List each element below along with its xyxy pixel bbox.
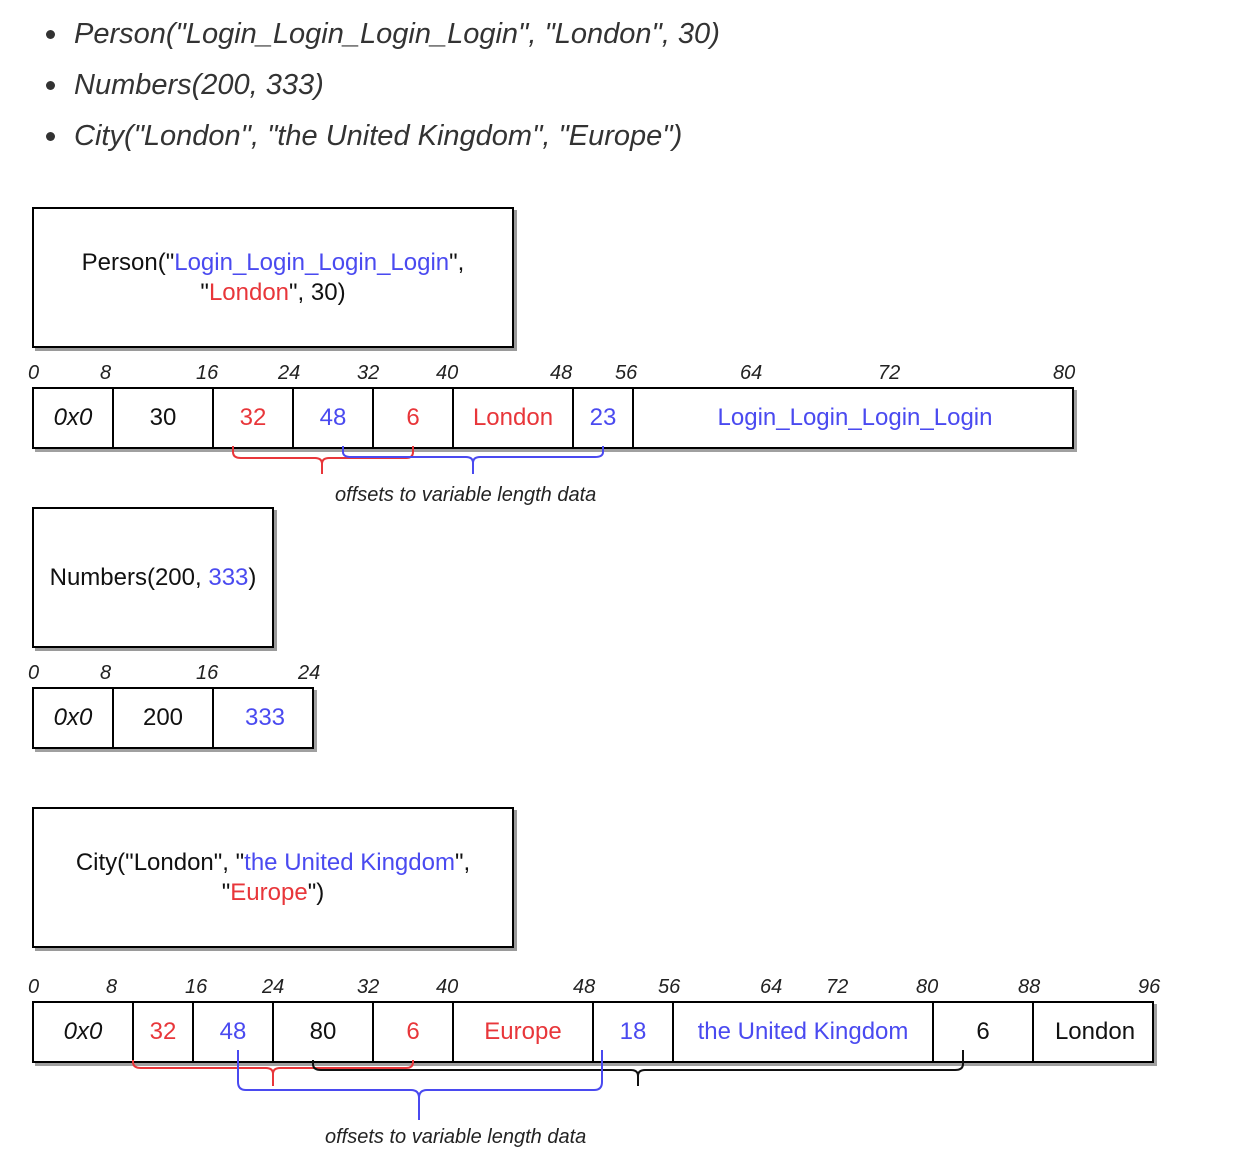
byte-cell: 23: [574, 389, 634, 447]
offset-tick-label: 24: [298, 662, 321, 684]
numbers-title-text: Numbers(200, 333): [50, 563, 257, 593]
byte-cell: 6: [934, 1003, 1034, 1061]
offset-tick-label: 16: [196, 662, 219, 684]
title-part: Login_Login_Login_Login: [174, 248, 450, 276]
byte-cell: London: [1054, 1018, 1136, 1045]
city-offsets-caption: offsets to variable length data: [325, 1126, 587, 1148]
byte-cell: 32: [214, 389, 294, 447]
person-blue-brace: [342, 446, 604, 474]
title-part: "): [307, 878, 325, 906]
offset-tick-label: 64: [760, 976, 783, 998]
bullet-dot-icon: [46, 30, 55, 39]
byte-cell: 48: [194, 1003, 274, 1061]
title-part: ",: [454, 848, 471, 876]
byte-cell: 48: [294, 389, 374, 447]
offset-tick-label: 40: [436, 976, 459, 998]
bullet-list: Person("Login_Login_Login_Login", "Londo…: [44, 16, 720, 169]
byte-cell: 80: [274, 1003, 374, 1061]
title-part: ": [200, 278, 209, 306]
bullet-text: City("London", "the United Kingdom", "Eu…: [74, 120, 683, 152]
bullet-dot-icon: [46, 81, 55, 90]
offset-tick-label: 56: [615, 362, 638, 384]
title-part: ": [221, 878, 231, 906]
title-part: Numbers(200,: [49, 563, 209, 591]
numbers-title-box: Numbers(200, 333): [32, 507, 274, 648]
city-blue-brace: [237, 1050, 603, 1120]
offset-tick-label: 0: [28, 662, 40, 684]
offset-tick-label: 72: [826, 976, 849, 998]
offset-tick-label: 72: [878, 362, 901, 384]
byte-cell: Europe: [454, 1003, 594, 1061]
bullet-item: City("London", "the United Kingdom", "Eu…: [44, 118, 720, 169]
offset-tick-label: 16: [196, 362, 219, 384]
bullet-text: Person("Login_Login_Login_Login", "Londo…: [74, 18, 720, 50]
offset-tick-label: 32: [357, 976, 380, 998]
bullet-item: Numbers(200, 333): [44, 67, 720, 118]
person-red-brace: [232, 446, 414, 474]
byte-cell: 32: [134, 1003, 194, 1061]
person-title-box: Person("Login_Login_Login_Login", "London…: [32, 207, 514, 348]
offset-tick-label: 16: [185, 976, 208, 998]
title-part: Europe: [230, 878, 308, 906]
byte-cell: 6: [374, 389, 454, 447]
offset-tick-label: 48: [550, 362, 573, 384]
offset-tick-label: 80: [916, 976, 939, 998]
title-part: London: [208, 278, 290, 306]
byte-cell: Login_Login_Login_Login: [717, 404, 993, 431]
bullet-item: Person("Login_Login_Login_Login", "Londo…: [44, 16, 720, 67]
numbers-offset-ticks: 0 8 16 24: [0, 662, 1236, 686]
byte-cell: 30: [114, 389, 214, 447]
offset-tick-label: 64: [740, 362, 763, 384]
offset-tick-label: 24: [278, 362, 301, 384]
title-part: the United Kingdom: [244, 848, 455, 876]
city-red-brace: [132, 1060, 414, 1086]
title-part: ", 30): [289, 278, 346, 306]
title-part: City("London", ": [75, 848, 245, 876]
person-title-text: Person("Login_Login_Login_Login", "London…: [82, 248, 465, 308]
person-offsets-caption: offsets to variable length data: [335, 484, 597, 506]
byte-cell: the United Kingdom: [674, 1003, 934, 1061]
offset-tick-label: 0: [28, 362, 40, 384]
city-title-box: City("London", "the United Kingdom", "Eur…: [32, 807, 514, 948]
title-part: ): [248, 563, 257, 591]
offset-tick-label: 24: [262, 976, 285, 998]
city-title-text: City("London", "the United Kingdom", "Eur…: [76, 848, 470, 908]
byte-cell: 200: [114, 689, 214, 747]
title-part: Person(": [81, 248, 175, 276]
person-offset-ticks: 0 8 16 24 32 40 48 56 64 72 80: [0, 362, 1236, 386]
offset-tick-label: 8: [100, 662, 112, 684]
header-cell: 0x0: [34, 389, 114, 447]
byte-cell: 18: [594, 1003, 674, 1061]
city-offset-ticks: 0 8 16 24 32 40 48 56 64 72 80 88 96: [0, 976, 1236, 1000]
offset-tick-label: 8: [100, 362, 112, 384]
title-part: 333: [208, 563, 249, 591]
offset-tick-label: 0: [28, 976, 40, 998]
offset-tick-label: 32: [357, 362, 380, 384]
byte-cell: 6: [374, 1003, 454, 1061]
city-black-brace: [312, 1050, 964, 1086]
header-cell: 0x0: [34, 689, 114, 747]
offset-tick-label: 56: [658, 976, 681, 998]
offset-tick-label: 48: [573, 976, 596, 998]
offset-tick-label: 96: [1138, 976, 1161, 998]
byte-cell: London: [454, 389, 574, 447]
byte-cell: 333: [244, 704, 286, 731]
title-part: ",: [449, 248, 465, 276]
header-cell: 0x0: [34, 1003, 134, 1061]
offset-tick-label: 8: [106, 976, 118, 998]
offset-tick-label: 80: [1053, 362, 1076, 384]
bullet-dot-icon: [46, 132, 55, 141]
offset-tick-label: 40: [436, 362, 459, 384]
offset-tick-label: 88: [1018, 976, 1041, 998]
bullet-text: Numbers(200, 333): [74, 69, 324, 101]
